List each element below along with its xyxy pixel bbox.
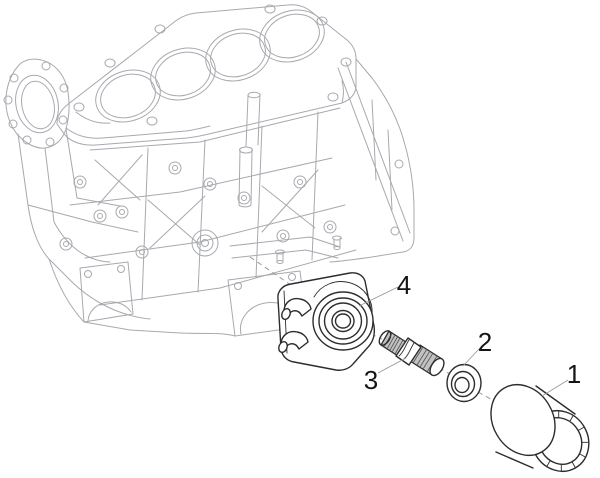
- bore-ring: [264, 13, 320, 59]
- cooler-pipe-stub-lower-opening: [278, 340, 288, 354]
- bearing-cap-bolt-holes: [84, 265, 296, 290]
- stud-collar-shading: [398, 339, 415, 360]
- front-face-verticals: [141, 111, 319, 301]
- axis-dash-washer-to-filter: [477, 391, 497, 403]
- leader-line-2: [462, 347, 481, 367]
- left-face-ribs: [17, 128, 151, 320]
- cooler-ring-inner: [323, 302, 363, 340]
- filter-body-edges: [495, 385, 576, 469]
- deck-bolt-holes: [73, 4, 352, 126]
- bore-ring: [210, 32, 266, 78]
- callout-label-4[interactable]: 4: [397, 270, 411, 300]
- callout-leader-lines: [358, 286, 569, 397]
- washer-center-hole: [454, 376, 470, 394]
- leader-line-3: [377, 357, 407, 374]
- stud-center-collar: [395, 337, 422, 366]
- part-2-sealing-washer[interactable]: [446, 363, 482, 403]
- cooler-center-bore: [331, 309, 355, 333]
- stud-left-end-face: [378, 330, 392, 346]
- part-3-threaded-union-stud[interactable]: [377, 329, 447, 378]
- oil-gallery-tubes: [238, 91, 261, 208]
- cooler-ring-mid: [318, 297, 368, 345]
- leader-line-1: [541, 379, 569, 397]
- cooler-ring-outer: [312, 291, 374, 351]
- leader-line-4: [358, 286, 399, 307]
- callout-label-3[interactable]: 3: [364, 365, 378, 395]
- part-1-oil-filter[interactable]: [478, 373, 600, 478]
- bore-ring: [95, 69, 161, 123]
- bore-ring: [205, 28, 271, 82]
- callout-label-2[interactable]: 2: [478, 327, 492, 357]
- front-face-eyelets: [115, 161, 337, 259]
- left-flange-bolt-holes: [3, 61, 69, 147]
- left-end-opening-outer: [15, 74, 59, 134]
- cylinder-bores: [95, 9, 325, 123]
- main-bearing-caps: [79, 261, 308, 337]
- left-face-eyelets: [59, 175, 107, 251]
- left-end-flange: [5, 58, 70, 149]
- cooler-shoulder-arc: [313, 281, 373, 315]
- cooler-center-bore-inner: [334, 313, 352, 329]
- engine-block-drawing: [3, 4, 415, 337]
- washer-mid-ring: [450, 370, 476, 398]
- oil-pan-rail: [48, 236, 341, 337]
- deck-inner-contours: [65, 80, 344, 139]
- bore-ring: [150, 47, 216, 101]
- stud-thread-right-hatching: [412, 346, 441, 375]
- stud-thread-left-hatching: [383, 332, 404, 355]
- filter-open-end: [490, 384, 556, 456]
- deck-outline: [56, 4, 357, 146]
- idler-boss-circles: [191, 229, 219, 257]
- right-face-outline: [329, 58, 415, 263]
- bore-ring: [155, 51, 211, 97]
- right-face-holes: [390, 159, 404, 236]
- cooler-pipe-stub-upper-opening: [281, 307, 291, 321]
- front-face-webs: [94, 154, 319, 249]
- callout-label-1[interactable]: 1: [567, 359, 581, 389]
- left-end-opening-inner: [21, 80, 55, 130]
- front-face-rails: [69, 107, 357, 306]
- mounting-studs: [275, 235, 342, 264]
- bore-ring: [100, 73, 156, 119]
- stud-right-end-face: [429, 357, 445, 377]
- part-4-oil-cooler[interactable]: [277, 272, 376, 371]
